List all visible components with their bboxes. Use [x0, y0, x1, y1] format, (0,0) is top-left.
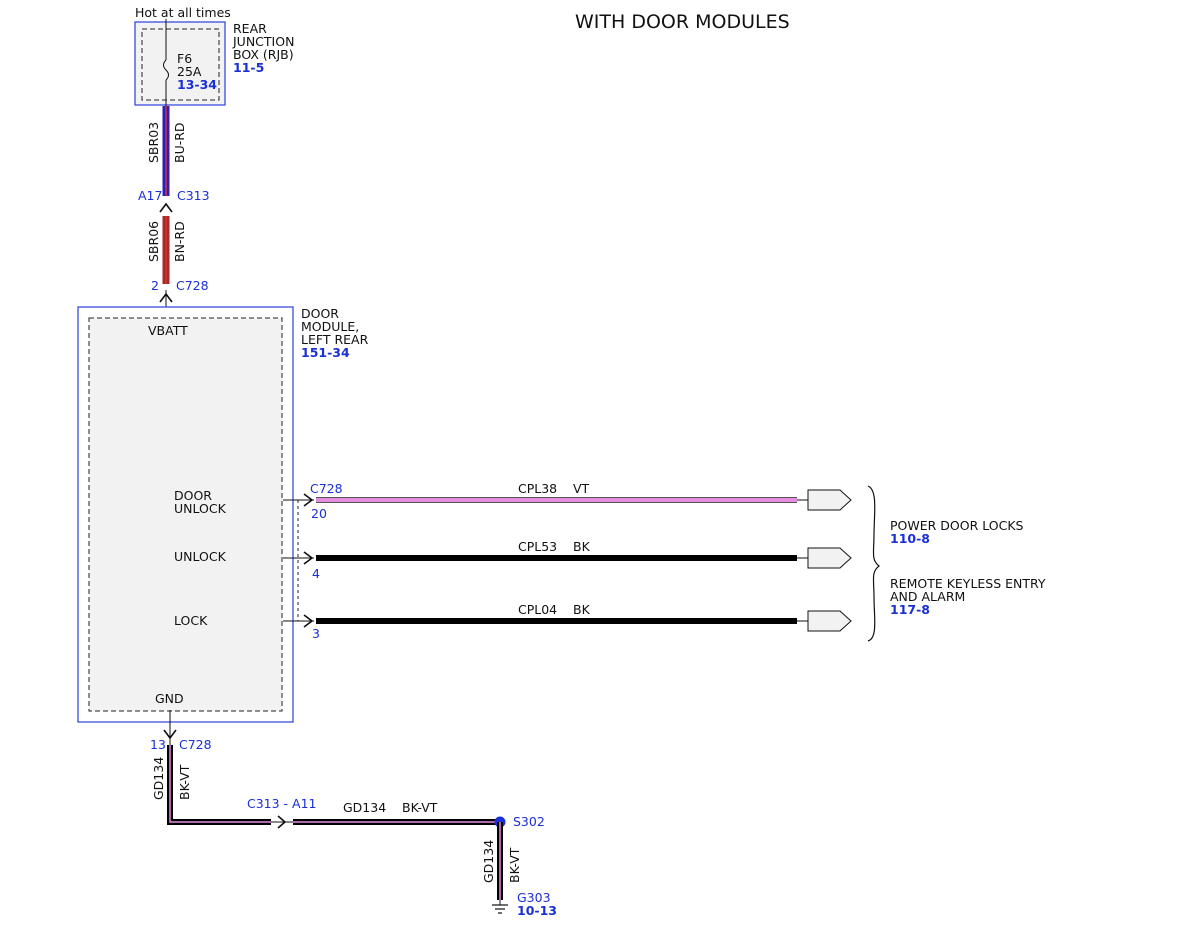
- c313-pin-label: A17: [138, 188, 162, 203]
- gd134-seg2-circuit: GD134: [343, 800, 386, 815]
- rjb-name-line-3: BOX (RJB): [233, 47, 294, 62]
- module-gnd-label: GND: [155, 691, 184, 706]
- wire-cpl53-circuit: CPL53: [518, 539, 557, 554]
- rke-label-line-2: AND ALARM: [890, 589, 965, 604]
- diagram-title: WITH DOOR MODULES: [575, 11, 790, 33]
- wire-sbr06-color: BN-RD: [172, 221, 187, 262]
- module-name-line-2: MODULE,: [301, 319, 359, 334]
- ground-g303-symbol[interactable]: [492, 900, 508, 914]
- rke-ref-link[interactable]: 117-8: [890, 602, 930, 617]
- destinations-brace: [867, 485, 880, 642]
- wire-cpl53-continuation-arrow[interactable]: [797, 547, 852, 569]
- gd134-seg3-circuit: GD134: [481, 840, 496, 883]
- gd134-seg1-circuit: GD134: [151, 757, 166, 800]
- c728-vbatt-pin-label: 2: [151, 278, 159, 293]
- module-name-line-3: LEFT REAR: [301, 332, 369, 347]
- splice-s302-label[interactable]: S302: [513, 814, 545, 829]
- connector-c728-gnd-symbol[interactable]: [163, 710, 177, 745]
- c313-a11-connector-label[interactable]: C313 - A11: [247, 796, 317, 811]
- wire-cpl53-color: BK: [573, 539, 591, 554]
- rjb-name-line-2: JUNCTION: [232, 34, 294, 49]
- module-door-unlock-line-1: DOOR: [174, 488, 212, 503]
- module-unlock-label: UNLOCK: [174, 549, 227, 564]
- c728-vbatt-connector-label[interactable]: C728: [176, 278, 209, 293]
- hot-at-all-times-label: Hot at all times: [135, 5, 231, 20]
- door-unlock-connector-pin[interactable]: [283, 493, 314, 507]
- rjb-name-line-1: REAR: [233, 21, 267, 36]
- module-ref-link[interactable]: 151-34: [301, 345, 350, 360]
- power-door-locks-label: POWER DOOR LOCKS: [890, 518, 1024, 533]
- outputs-connector-label[interactable]: C728: [310, 481, 343, 496]
- gd134-seg3-color: BK-VT: [507, 847, 522, 883]
- connector-c313-symbol[interactable]: [159, 202, 173, 213]
- wire-cpl04-continuation-arrow[interactable]: [797, 610, 852, 632]
- wire-cpl04-color: BK: [573, 602, 591, 617]
- ground-g303-label[interactable]: G303: [517, 890, 551, 905]
- gd134-seg2-color: BK-VT: [402, 800, 438, 815]
- fuse-id-label: F6: [177, 51, 192, 66]
- wire-cpl38-continuation-arrow[interactable]: [797, 489, 852, 511]
- module-door-unlock-line-2: UNLOCK: [174, 501, 227, 516]
- fuse-rating-label: 25A: [177, 64, 202, 79]
- rke-label-line-1: REMOTE KEYLESS ENTRY: [890, 576, 1046, 591]
- door-unlock-pin-label: 20: [311, 506, 327, 521]
- rjb-ref-link[interactable]: 11-5: [233, 60, 264, 75]
- ground-ref-link[interactable]: 10-13: [517, 903, 557, 918]
- door-module-left-rear[interactable]: [77, 306, 294, 723]
- gnd-pin-label: 13: [150, 737, 166, 752]
- rear-junction-box[interactable]: [134, 21, 226, 106]
- connector-c313-a11-symbol[interactable]: [271, 815, 293, 829]
- unlock-connector-pin[interactable]: [283, 551, 314, 565]
- fuse-ref-link[interactable]: 13-34: [177, 77, 217, 92]
- fuse-f6-symbol[interactable]: [163, 19, 169, 106]
- module-vbatt-label: VBATT: [148, 323, 188, 338]
- unlock-pin-label: 4: [312, 566, 320, 581]
- gd134-seg1-color: BK-VT: [177, 764, 192, 800]
- wire-sbr03-color: BU-RD: [172, 122, 187, 163]
- lock-connector-pin[interactable]: [283, 614, 314, 628]
- wire-sbr03-circuit: SBR03: [146, 122, 161, 163]
- wire-sbr06-circuit: SBR06: [146, 221, 161, 262]
- wire-cpl38-color: VT: [573, 481, 590, 496]
- gnd-connector-label[interactable]: C728: [179, 737, 212, 752]
- wire-cpl04-circuit: CPL04: [518, 602, 557, 617]
- module-name-line-1: DOOR: [301, 306, 339, 321]
- c313-connector-label[interactable]: C313: [177, 188, 210, 203]
- wire-cpl38-circuit: CPL38: [518, 481, 557, 496]
- lock-pin-label: 3: [312, 626, 320, 641]
- wire-gd134-segment-1[interactable]: [167, 745, 271, 825]
- power-door-locks-ref-link[interactable]: 110-8: [890, 531, 930, 546]
- module-lock-label: LOCK: [174, 613, 208, 628]
